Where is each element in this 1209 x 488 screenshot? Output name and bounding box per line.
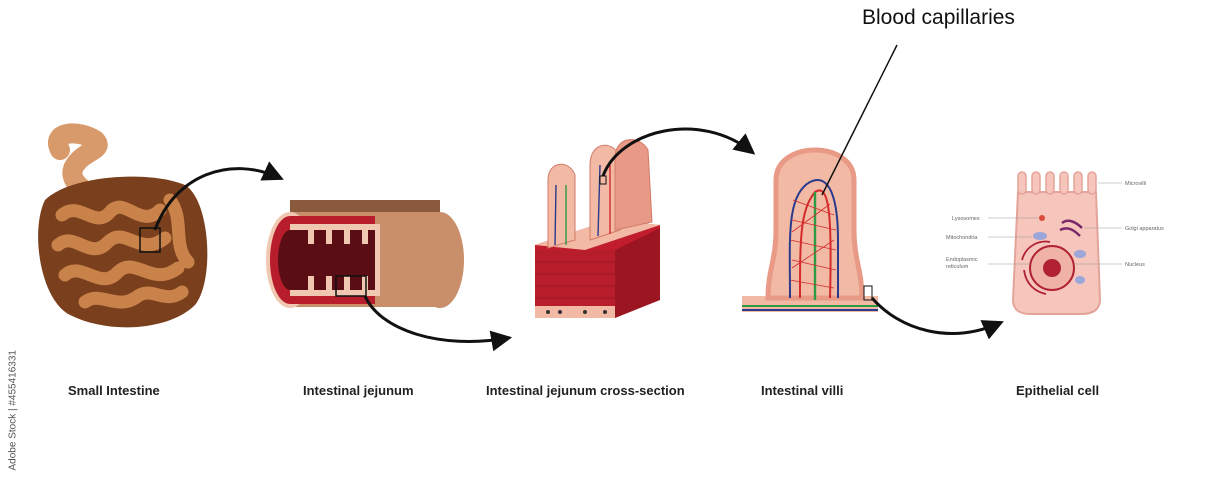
cross-section-illustration <box>535 140 660 318</box>
villus-illustration <box>742 150 878 312</box>
cell-label-er-line2: reticulum <box>946 264 969 270</box>
cell-label-microvilli: Microvilli <box>1125 181 1146 187</box>
caption-cross-section: Intestinal jejunum cross-section <box>486 383 685 398</box>
callout-label: Blood capillaries <box>862 6 1015 30</box>
callout-pointer-line <box>822 45 897 195</box>
small-intestine-illustration <box>38 133 207 327</box>
cell-label-er-line1: Endoplasmic <box>946 257 978 263</box>
jejunum-illustration <box>266 200 464 308</box>
caption-small-intestine: Small Intestine <box>68 383 160 398</box>
caption-jejunum: Intestinal jejunum <box>303 383 414 398</box>
cell-label-lysosomes: Lysosomes <box>952 216 980 222</box>
epithelial-cell-illustration: Microvilli Lysosomes Golgi apparatus Mit… <box>946 172 1164 314</box>
cell-label-nucleus: Nucleus <box>1125 262 1145 268</box>
caption-villi: Intestinal villi <box>761 383 843 398</box>
stock-id-watermark: Adobe Stock | #455416331 <box>8 341 19 471</box>
caption-epithelial: Epithelial cell <box>1016 383 1099 398</box>
arrow-villi-to-cell <box>872 298 1000 333</box>
cell-label-mitochondria: Mitochondria <box>946 235 978 241</box>
cell-label-golgi: Golgi apparatus <box>1125 226 1164 232</box>
